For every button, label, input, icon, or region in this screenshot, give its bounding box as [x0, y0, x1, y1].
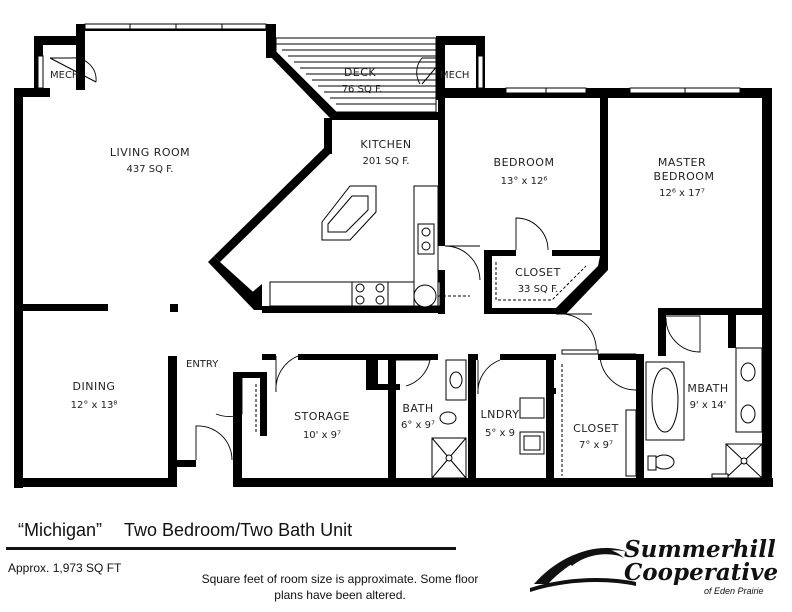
living-room-label: LIVING ROOM — [110, 146, 190, 159]
room-labels: MECH MECH DECK 76 SQ F. LIVING ROOM 437 … — [50, 66, 728, 451]
bath-label: BATH — [402, 402, 433, 415]
kitchen-label: KITCHEN — [360, 138, 411, 151]
footer-divider — [6, 547, 456, 550]
entry-label: ENTRY — [186, 359, 219, 370]
interior-walls — [22, 96, 764, 487]
master-bedroom-label-2: BEDROOM — [654, 170, 715, 183]
kitchen-size: 201 SQ F. — [363, 156, 410, 167]
bedroom-size: 13° x 12⁶ — [501, 176, 548, 187]
logo-line-3: of Eden Prairie — [704, 586, 764, 596]
dining-size: 12° x 13⁸ — [71, 400, 118, 411]
bedroom-label: BEDROOM — [494, 156, 555, 169]
master-bedroom-label-1: MASTER — [658, 156, 706, 169]
living-room-size: 437 SQ F. — [127, 164, 174, 175]
logo-line-1: Summerhill — [624, 536, 776, 563]
storage-label: STORAGE — [294, 410, 350, 423]
mech-right-label: MECH — [440, 70, 469, 81]
summerhill-logo: Summerhill Cooperative of Eden Prairie — [528, 536, 786, 602]
mbath-size: 9' x 14' — [690, 400, 727, 411]
laundry-label: LNDRY — [481, 408, 520, 421]
closet-small-label: CLOSET — [515, 266, 561, 279]
closet-shelves — [255, 262, 637, 477]
storage-size: 10' x 9⁷ — [303, 430, 341, 441]
deck-label: DECK — [344, 66, 377, 79]
closet-large-size: 7° x 9⁷ — [579, 440, 613, 451]
dining-label: DINING — [73, 380, 116, 393]
disclaimer-note: Square feet of room size is approximate.… — [201, 572, 479, 602]
doors — [49, 57, 701, 461]
floor-plan: MECH MECH DECK 76 SQ F. LIVING ROOM 437 … — [14, 23, 773, 488]
closet-small-size: 33 SQ F. — [518, 284, 559, 295]
bath-size: 6° x 9⁷ — [401, 420, 435, 431]
unit-type: Two Bedroom/Two Bath Unit — [124, 520, 353, 540]
plan-title: “Michigan” Two Bedroom/Two Bath Unit — [18, 520, 352, 541]
mech-left-label: MECH — [50, 70, 79, 81]
master-bedroom-size: 12⁶ x 17⁷ — [659, 188, 705, 199]
deck-area — [275, 37, 437, 113]
deck-size: 76 SQ F. — [342, 84, 383, 95]
bath-fixtures — [431, 347, 763, 479]
kitchen-fixtures — [250, 185, 441, 308]
approx-area: Approx. 1,973 SQ FT — [8, 561, 122, 575]
logo-line-2: Cooperative — [624, 559, 779, 586]
mbath-label: MBATH — [687, 382, 728, 395]
laundry-size: 5° x 9 — [485, 428, 515, 439]
closet-large-label: CLOSET — [573, 422, 619, 435]
logo-swoosh-icon — [530, 547, 636, 592]
model-name: “Michigan” — [18, 520, 103, 540]
windows — [37, 23, 741, 94]
